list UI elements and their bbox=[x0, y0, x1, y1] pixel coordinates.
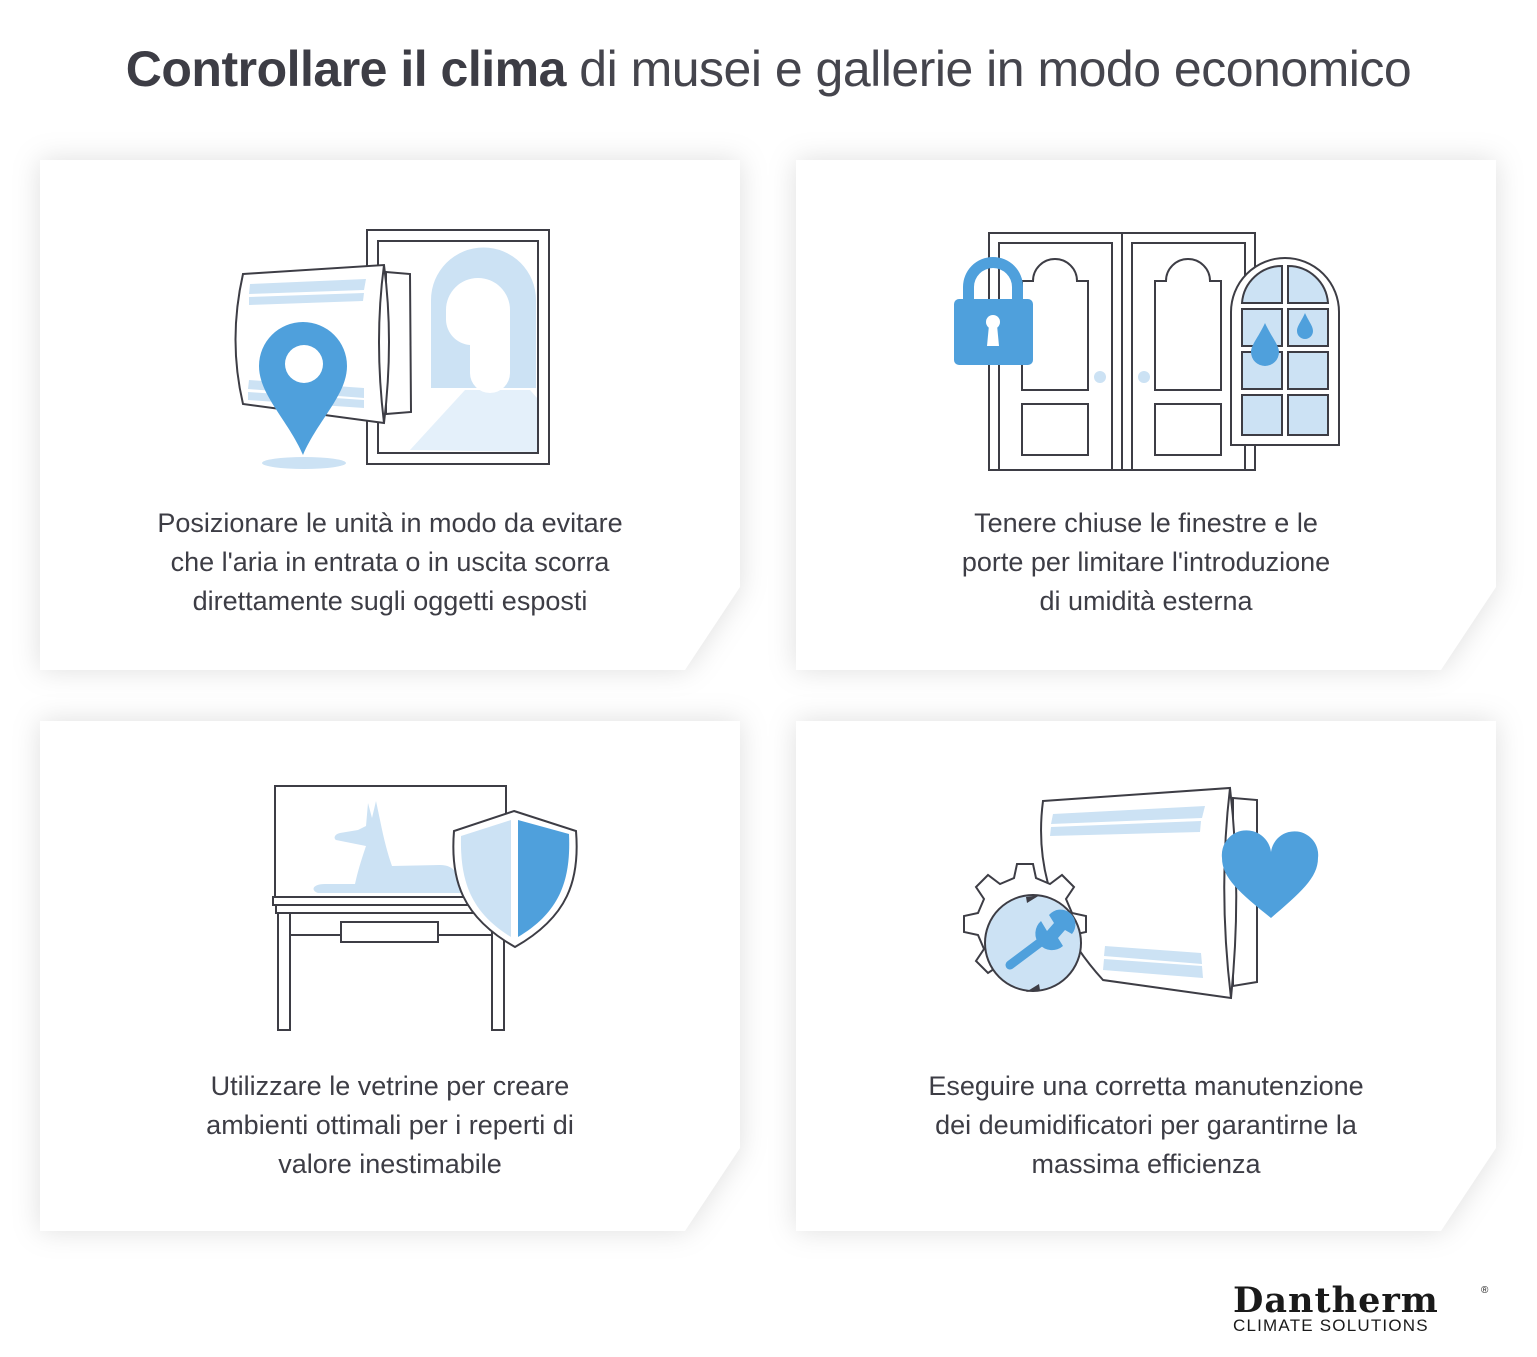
tip-text: Eseguire una corretta manutenzione dei d… bbox=[836, 1067, 1456, 1184]
locked-doors-window-humidity-icon bbox=[954, 232, 1340, 471]
tip-line: massima efficienza bbox=[1031, 1149, 1261, 1179]
tip-line: Tenere chiuse le finestre e le bbox=[974, 508, 1318, 538]
tip-card-closed-windows: Tenere chiuse le finestre e le porte per… bbox=[796, 160, 1496, 670]
tip-line: dei deumidificatori per garantirne la bbox=[935, 1110, 1357, 1140]
tip-line: Utilizzare le vetrine per creare bbox=[210, 1071, 570, 1101]
dehumidifier-location-pin-portrait-icon bbox=[234, 229, 550, 469]
tip-line: ambienti ottimali per i reperti di bbox=[206, 1110, 574, 1140]
tip-card-maintenance: Eseguire una corretta manutenzione dei d… bbox=[796, 721, 1496, 1231]
logo-tagline: CLIMATE SOLUTIONS bbox=[1233, 1316, 1429, 1335]
tip-line: Eseguire una corretta manutenzione bbox=[928, 1071, 1364, 1101]
tip-line: di umidità esterna bbox=[1039, 586, 1253, 616]
tip-line: Posizionare le unità in modo da evitare bbox=[157, 508, 623, 538]
tip-text: Posizionare le unità in modo da evitare … bbox=[80, 504, 700, 621]
gear-wrench-dehumidifier-heart-icon bbox=[963, 786, 1319, 1000]
title-bold: Controllare il clima bbox=[125, 41, 567, 97]
title-light: di musei e gallerie in modo economico bbox=[565, 41, 1412, 97]
logo-brand: Dantherm bbox=[1233, 1280, 1439, 1321]
tip-card-display-cases: Utilizzare le vetrine per creare ambient… bbox=[40, 721, 740, 1231]
tip-card-positioning: Posizionare le unità in modo da evitare … bbox=[40, 160, 740, 670]
tip-text: Utilizzare le vetrine per creare ambient… bbox=[80, 1067, 700, 1184]
display-case-shield-icon bbox=[272, 785, 578, 1031]
tip-line: valore inestimabile bbox=[278, 1149, 502, 1179]
tip-line: direttamente sugli oggetti esposti bbox=[192, 586, 588, 616]
page-title: Controllare il clima di musei e gallerie… bbox=[0, 40, 1537, 98]
tip-line: porte per limitare l'introduzione bbox=[961, 547, 1331, 577]
registered-mark: ® bbox=[1481, 1285, 1489, 1296]
dantherm-logo: Dantherm ® CLIMATE SOLUTIONS bbox=[1233, 1283, 1493, 1335]
tip-text: Tenere chiuse le finestre e le porte per… bbox=[836, 504, 1456, 621]
tip-line: che l'aria in entrata o in uscita scorra bbox=[170, 547, 610, 577]
